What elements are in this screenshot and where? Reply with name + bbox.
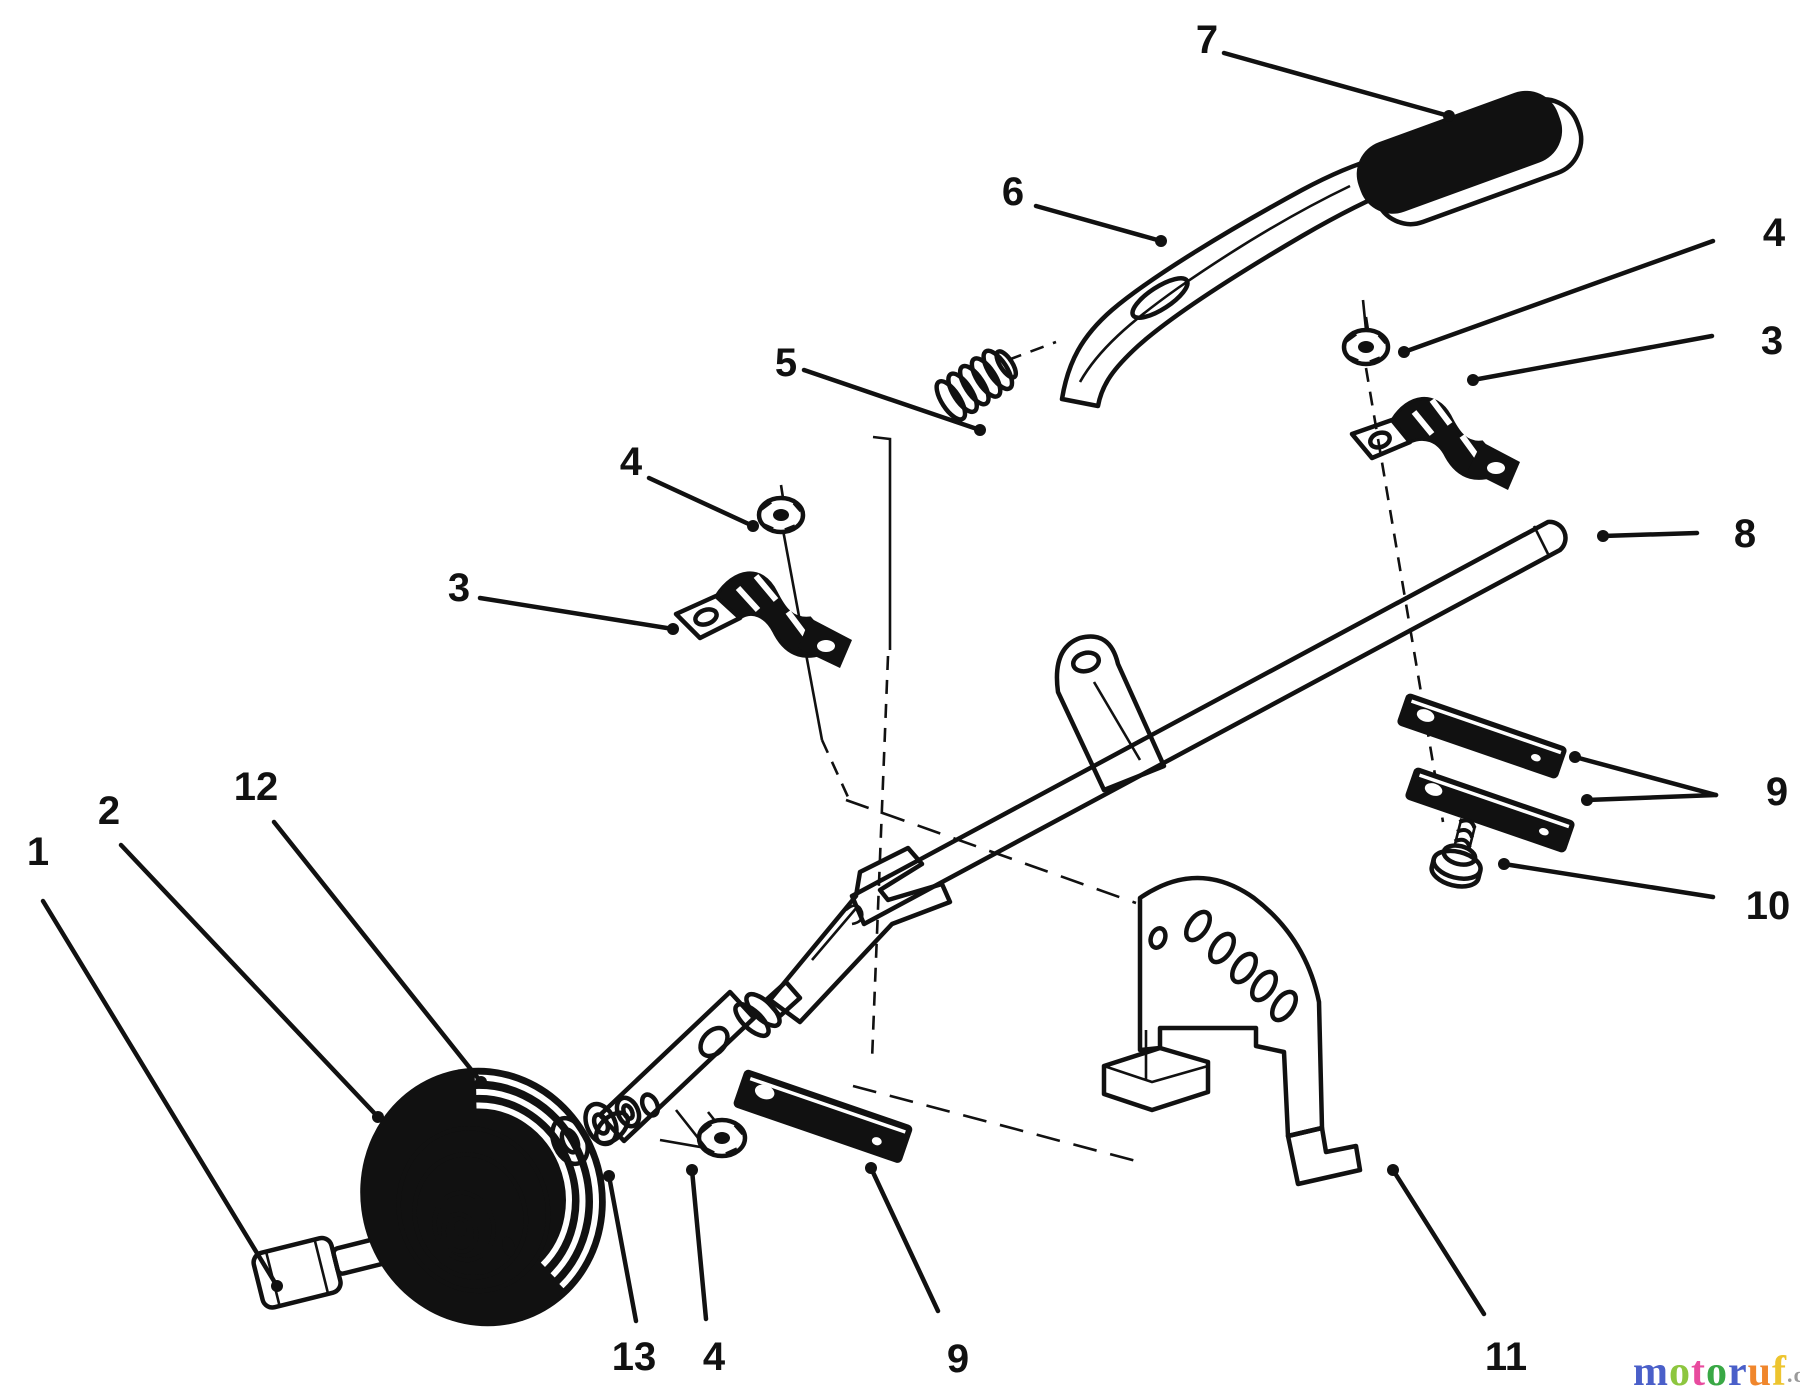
callout-number-screw: 10	[1746, 884, 1791, 928]
leader-dot-screw	[1498, 858, 1510, 870]
leader-dot-nut-left	[747, 520, 759, 532]
grip	[1356, 90, 1584, 227]
phantom-deck-line-upper	[845, 798, 1137, 905]
washer-stack	[550, 1092, 661, 1167]
hub-cap	[441, 1211, 479, 1254]
leader-dot-bolt	[271, 1280, 283, 1292]
leader-line-lever	[1033, 203, 1164, 244]
leader-line-bearing	[271, 819, 484, 1085]
callout-number-plate-bottom: 9	[947, 1337, 969, 1381]
alignment-line-left-clamp-dashed	[820, 739, 850, 798]
callout-number-clamp-left: 3	[448, 566, 470, 610]
leader-dot-clamp-right	[1467, 374, 1479, 386]
alignment-line-spring	[1007, 340, 1057, 362]
callout-number-bolt: 1	[27, 830, 49, 874]
nut-right-pin-line	[1361, 299, 1368, 331]
leader-dot-wheel	[372, 1111, 384, 1123]
callout-number-sector-bracket: 11	[1485, 1335, 1527, 1379]
leader-line-nut-left	[646, 475, 756, 529]
yoke-arm	[767, 845, 953, 1025]
spacer-plate-upper-right	[1397, 693, 1567, 779]
callout-number-washers: 13	[612, 1335, 657, 1379]
callout-number-nut-right: 4	[1763, 211, 1786, 255]
leader-line-plates-right	[1584, 792, 1719, 803]
leader-line-wheel	[118, 842, 381, 1120]
leader-line-spring	[801, 367, 983, 433]
callout-number-plates-right: 9	[1766, 770, 1788, 814]
leader-line-washers	[606, 1173, 639, 1324]
leader-dot-clamp-left	[667, 623, 679, 635]
alignment-line-center-dashed	[870, 655, 890, 1061]
leader-line-clamp-right	[1470, 333, 1715, 383]
callout-number-spring: 5	[775, 341, 797, 385]
axle-bar	[849, 519, 1568, 927]
callout-number-grip: 7	[1196, 18, 1218, 62]
alignment-line-center	[872, 435, 892, 650]
phantom-deck-line-lower	[852, 1084, 1137, 1163]
leader-dot-sector-bracket	[1387, 1164, 1399, 1176]
leader-line-grip	[1221, 50, 1452, 119]
hub-bore	[454, 1220, 467, 1237]
spacer-plate-bottom	[733, 1069, 913, 1163]
adjuster-screw	[1429, 818, 1483, 889]
leader-line-plate-bottom	[868, 1165, 941, 1314]
spring	[934, 348, 1019, 422]
leader-dot-bearing	[475, 1076, 487, 1088]
callout-number-clamp-right: 3	[1761, 319, 1783, 363]
leader-dot-axle-bar	[1597, 530, 1609, 542]
leader-line-axle-bar	[1600, 530, 1700, 539]
flange-lock-nut-left	[756, 484, 806, 535]
leader-dot-spring	[974, 424, 986, 436]
cable-clamp-right	[1349, 397, 1520, 490]
leader-line-screw	[1501, 861, 1716, 900]
sector-bracket-left-foot	[1101, 1045, 1211, 1113]
leader-dot-plates-right	[1581, 794, 1593, 806]
spacer-plate-lower-right	[1405, 767, 1575, 853]
cable-clamp-left	[673, 571, 852, 668]
callout-number-nut-left: 4	[620, 440, 643, 484]
leader-dot-grip	[1443, 110, 1455, 122]
leader-dot-nut-bottom	[686, 1164, 698, 1176]
leader-dot-lever	[1155, 235, 1167, 247]
sector-bracket	[1101, 875, 1363, 1187]
flange-lock-nut-bottom	[696, 1111, 748, 1159]
leader-line-sector-bracket	[1390, 1167, 1487, 1317]
callout-layer: 7 6 5 4 3 4 3 8 9 10 11 9 4 13 12 2 1	[27, 18, 1790, 1381]
callout-number-bearing: 12	[234, 765, 279, 809]
sector-bracket-right-foot	[1285, 1125, 1363, 1187]
leader-dot-plate-bottom	[865, 1162, 877, 1174]
leader-dot-plates-right	[1569, 751, 1581, 763]
callout-number-lever: 6	[1002, 170, 1024, 214]
leader-line-clamp-left	[477, 595, 676, 632]
leader-line-nut-bottom	[689, 1167, 709, 1322]
leader-line-nut-right	[1401, 238, 1716, 355]
watermark-logo[interactable]: motoruf.de	[1633, 1349, 1800, 1395]
lever-slot	[1130, 276, 1190, 320]
callout-number-nut-bottom: 4	[703, 1335, 726, 1379]
callout-number-wheel: 2	[98, 789, 120, 833]
callout-number-axle-bar: 8	[1734, 512, 1756, 556]
leader-line-plates-right	[1572, 754, 1719, 798]
phantom-lines	[781, 299, 1445, 1163]
height-lever	[1059, 155, 1401, 409]
leader-line-bolt	[40, 898, 280, 1289]
leader-dot-nut-right	[1398, 346, 1410, 358]
leader-dot-washers	[603, 1170, 615, 1182]
flange-lock-nut-right	[1341, 316, 1391, 367]
pivot-lug	[1054, 634, 1167, 793]
alignment-line-right-clamp	[1364, 367, 1445, 823]
